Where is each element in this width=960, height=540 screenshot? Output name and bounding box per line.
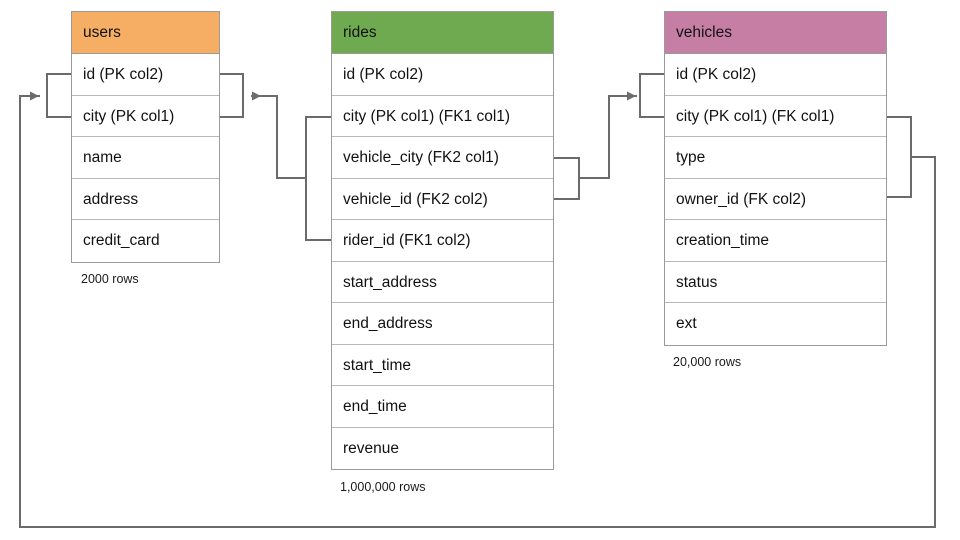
table-rides-title: rides	[332, 12, 553, 54]
column-rides-end-time[interactable]: end_time	[332, 386, 553, 428]
vehicles-right-bracket	[886, 116, 912, 198]
fk1-path	[251, 91, 307, 179]
column-rides-revenue[interactable]: revenue	[343, 439, 400, 457]
column-vehicles-creation-time[interactable]: creation_time	[665, 220, 886, 262]
row-count-rides: 1,000,000 rows	[340, 480, 426, 494]
column-vehicles-owner-id[interactable]: owner_id (FK col2)	[665, 179, 886, 220]
column-rides-start-time[interactable]: start_time	[332, 345, 553, 386]
column-vehicles-city[interactable]: city (PK col1) (FK col1)	[665, 96, 886, 137]
table-users[interactable]: users id (PK col2) city (PK col1) name a…	[71, 11, 220, 263]
rides-left-bracket	[305, 116, 332, 241]
column-rides-rider-id[interactable]: rider_id (FK1 col2)	[332, 220, 553, 262]
vehicles-left-bracket	[639, 73, 665, 118]
column-users-id[interactable]: id (PK col2)	[72, 54, 219, 96]
table-users-title: users	[72, 12, 219, 54]
table-vehicles-title: vehicles	[665, 12, 886, 54]
users-left-bracket	[46, 73, 72, 118]
column-rides-vehicle-city[interactable]: vehicle_city (FK2 col1)	[332, 137, 553, 179]
table-vehicles[interactable]: vehicles id (PK col2) city (PK col1) (FK…	[664, 11, 887, 346]
column-vehicles-status[interactable]: status	[665, 262, 886, 303]
users-right-bracket	[219, 73, 244, 118]
fk2-path	[578, 91, 637, 179]
column-vehicles-type[interactable]: type	[665, 137, 886, 179]
column-rides-id[interactable]: id (PK col2)	[332, 54, 553, 96]
column-vehicles-id[interactable]: id (PK col2)	[665, 54, 886, 96]
column-users-address[interactable]: address	[72, 179, 219, 220]
rides-right-bracket	[553, 157, 580, 200]
column-rides-end-address[interactable]: end_address	[332, 303, 553, 345]
column-users-credit-card[interactable]: credit_card	[83, 232, 160, 249]
column-users-name[interactable]: name	[72, 137, 219, 179]
column-rides-start-address[interactable]: start_address	[332, 262, 553, 303]
column-users-city[interactable]: city (PK col1)	[72, 96, 219, 137]
row-count-vehicles: 20,000 rows	[673, 355, 742, 369]
column-vehicles-ext[interactable]: ext	[676, 315, 697, 332]
column-rides-city[interactable]: city (PK col1) (FK1 col1)	[332, 96, 553, 137]
row-count-users: 2000 rows	[81, 272, 139, 286]
table-rides[interactable]: rides id (PK col2) city (PK col1) (FK1 c…	[331, 11, 554, 470]
column-rides-vehicle-id[interactable]: vehicle_id (FK2 col2)	[332, 179, 553, 220]
